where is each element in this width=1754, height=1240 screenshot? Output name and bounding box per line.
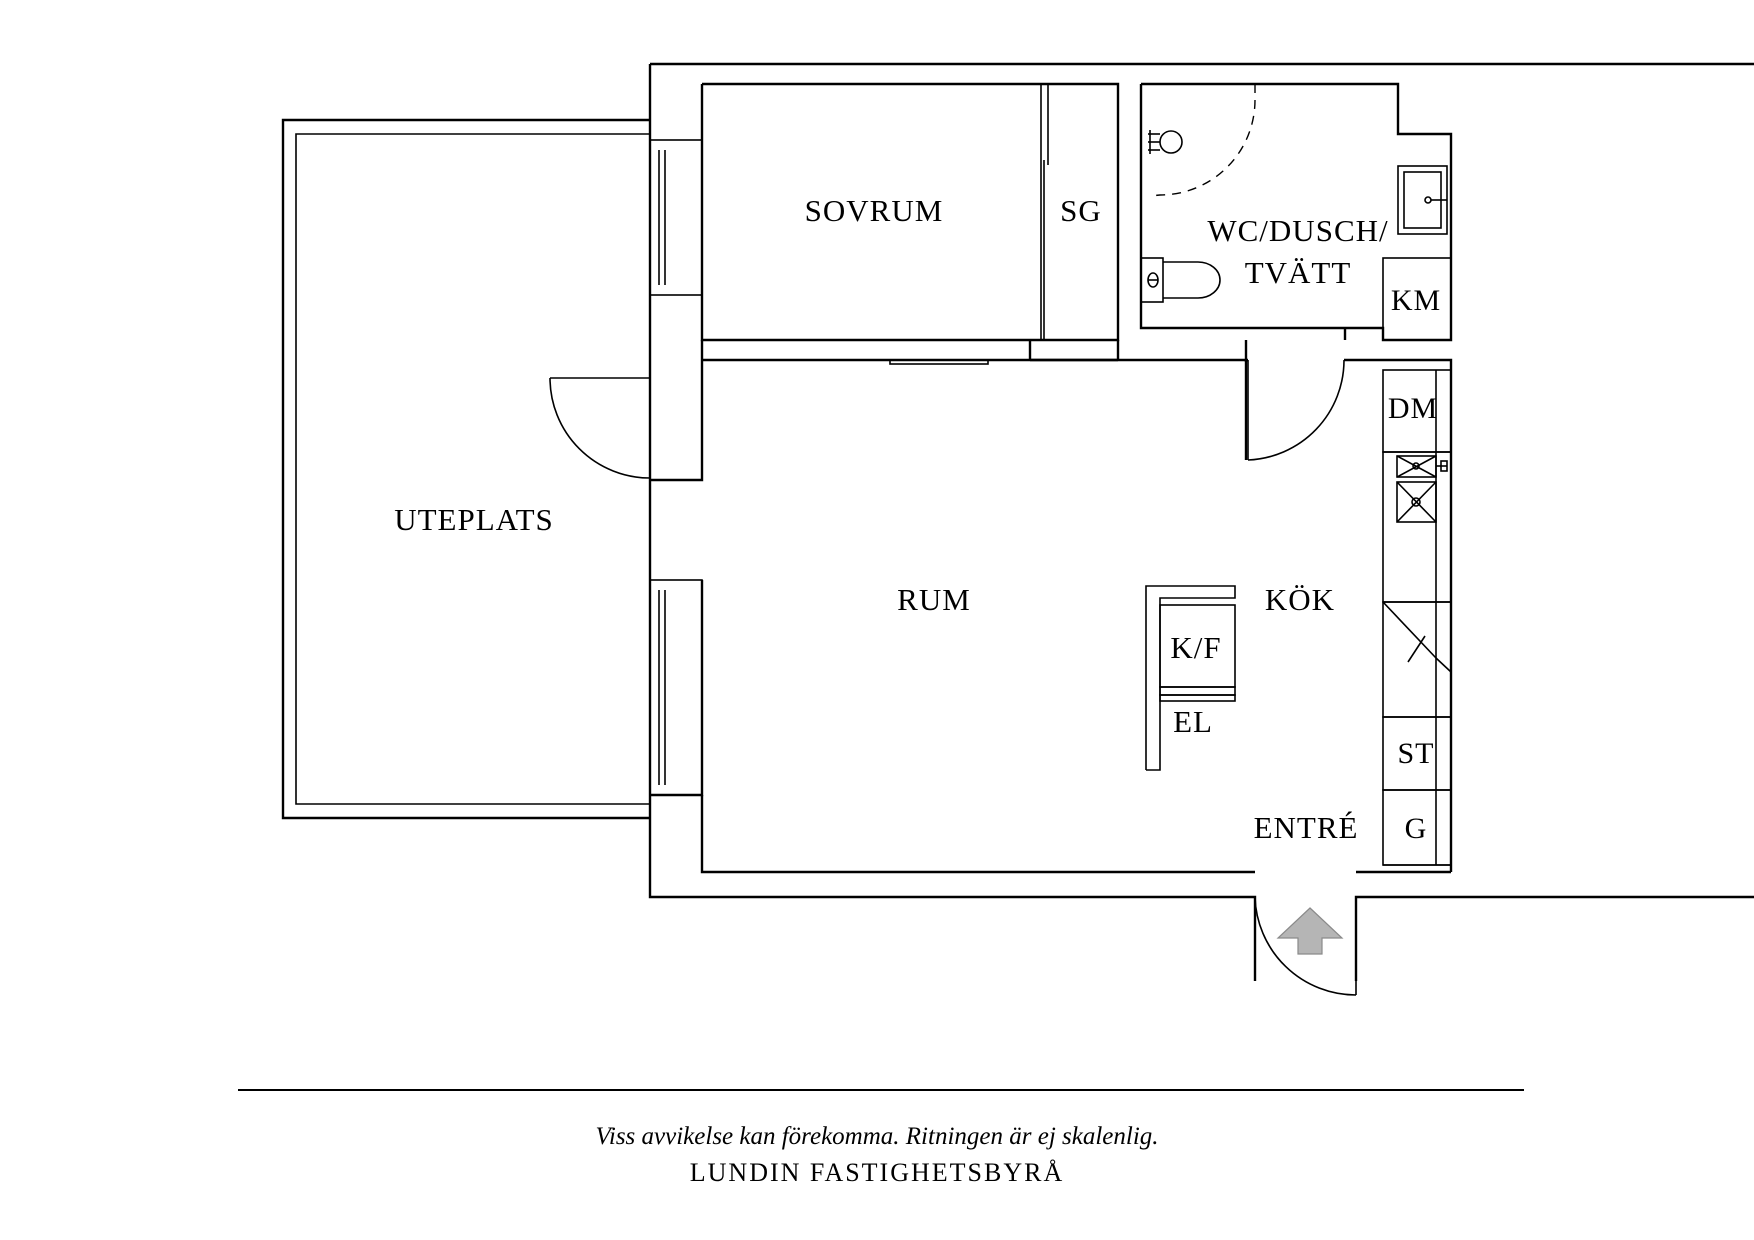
label-el: EL bbox=[1173, 704, 1213, 739]
label-uteplats: UTEPLATS bbox=[394, 502, 554, 537]
label-tvatt: TVÄTT bbox=[1245, 255, 1352, 290]
km-cabinet bbox=[1382, 257, 1452, 341]
sink-icon bbox=[1397, 165, 1448, 235]
wardrobe-partition bbox=[1040, 84, 1049, 340]
label-st: ST bbox=[1397, 737, 1434, 770]
shower-screen bbox=[1149, 84, 1256, 197]
label-rum: RUM bbox=[897, 582, 971, 617]
oven-icon bbox=[1382, 601, 1452, 673]
label-km: KM bbox=[1391, 284, 1441, 317]
entrance-arrow-icon bbox=[1276, 907, 1344, 955]
label-dm: DM bbox=[1388, 392, 1438, 425]
label-g: G bbox=[1405, 812, 1428, 845]
brand-name: LUNDIN FASTIGHETSBYRÅ bbox=[689, 1158, 1065, 1187]
label-sovrum: SOVRUM bbox=[805, 193, 944, 228]
shower-head-icon bbox=[1148, 130, 1183, 154]
patio bbox=[281, 118, 650, 820]
patio-door bbox=[549, 377, 651, 480]
sliding-door bbox=[889, 359, 989, 365]
label-wc-dusch: WC/DUSCH/ bbox=[1207, 213, 1388, 248]
entrance-door bbox=[1254, 896, 1357, 996]
label-kf: K/F bbox=[1170, 630, 1221, 665]
label-sg: SG bbox=[1060, 193, 1102, 228]
window-top bbox=[649, 139, 703, 296]
footer-divider bbox=[238, 1089, 1524, 1091]
label-kok: KÖK bbox=[1265, 582, 1335, 617]
kitchen-counter bbox=[1382, 369, 1452, 866]
window-bottom bbox=[649, 579, 703, 796]
fridge-freezer-cabinet bbox=[1145, 585, 1236, 771]
toilet-icon bbox=[1140, 257, 1221, 303]
label-entre: ENTRÉ bbox=[1254, 810, 1359, 845]
stove-icon bbox=[1396, 455, 1448, 523]
disclaimer-note: Viss avvikelse kan förekomma. Ritningen … bbox=[595, 1123, 1159, 1150]
bathroom-door bbox=[1247, 359, 1345, 461]
